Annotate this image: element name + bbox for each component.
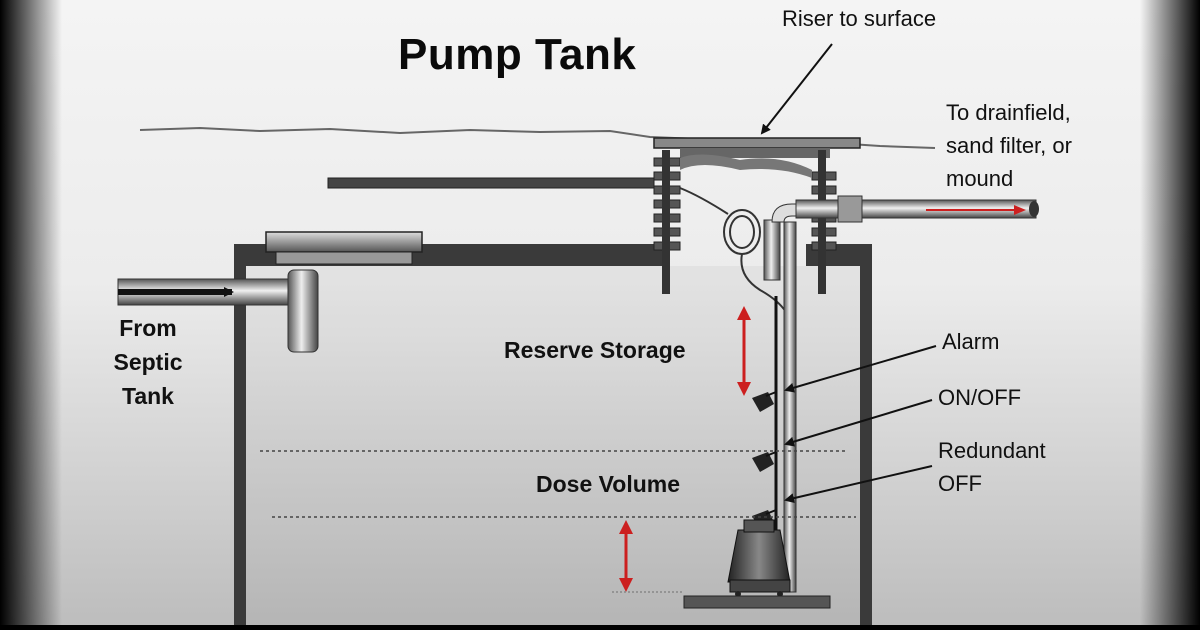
redundant-off-label: Redundant OFF [938, 434, 1046, 500]
riser-label: Riser to surface [782, 6, 937, 31]
left-shadow-edge [0, 0, 62, 625]
inlet-label-line-3: Tank [122, 383, 174, 409]
dose-volume-range-arrow [619, 520, 633, 592]
right-shadow-edge [1140, 0, 1200, 625]
outlet-label-line-3: mound [946, 166, 1014, 191]
redundant-off-callout-arrow [784, 465, 933, 504]
riser [653, 137, 861, 294]
alarm-label: Alarm [942, 329, 1000, 354]
electrical-conduit [327, 177, 655, 189]
inlet-label: From Septic Tank [108, 311, 188, 413]
outlet-label-line-2: sand filter, or [946, 133, 1072, 158]
alarm-float [752, 391, 777, 412]
redundant-off-label-line-2: OFF [938, 471, 982, 496]
dose-volume-label: Dose Volume [536, 471, 680, 497]
on-off-label: ON/OFF [938, 385, 1022, 410]
inlet-label-line-2: Septic [113, 349, 183, 375]
outlet-label: To drainfield, sand filter, or mound [946, 96, 1072, 195]
reserve-storage-label: Reserve Storage [504, 337, 686, 363]
inlet-access-lid [265, 231, 423, 265]
on-off-float [752, 451, 777, 472]
alarm-callout-arrow [784, 345, 937, 393]
riser-callout-arrow [760, 43, 833, 135]
wire-coil [679, 187, 787, 313]
reserve-storage-range-arrow [737, 306, 751, 396]
diagram-title: Pump Tank [398, 30, 637, 79]
outlet-label-line-1: To drainfield, [946, 100, 1071, 125]
submersible-pump [683, 519, 831, 609]
on-off-callout-arrow [784, 399, 933, 447]
inlet-label-line-1: From [119, 315, 177, 341]
redundant-off-label-line-1: Redundant [938, 438, 1046, 463]
